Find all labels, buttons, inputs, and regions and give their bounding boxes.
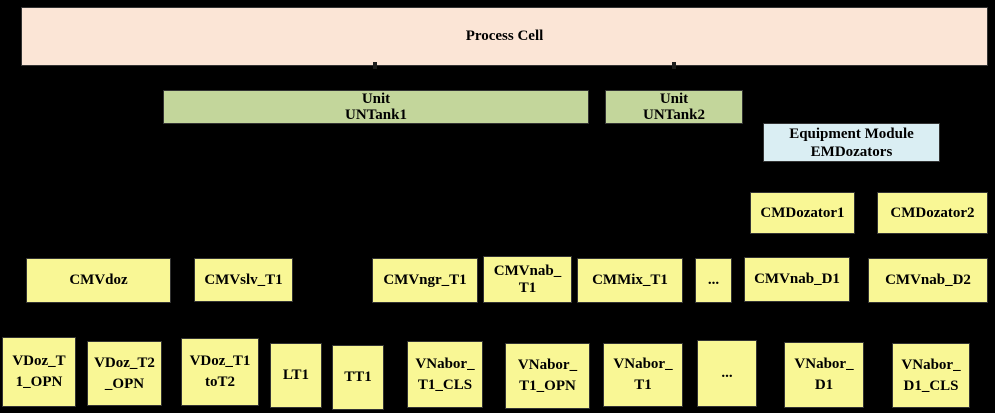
vnabor-t1-cls-box: VNabor_ T1_CLS [407, 341, 483, 408]
cmmix-t1-box: CMMix_T1 [577, 258, 683, 303]
cmvnab-d1-box: CMVnab_D1 [744, 257, 850, 302]
connector-tick [373, 62, 377, 69]
vnabor-t1-opn-box: VNabor_ T1_OPN [505, 343, 590, 409]
cmvnab-t1-box: CMVnab_ T1 [483, 256, 572, 303]
vdoz-t2-opn-box: VDoz_T2 _OPN [87, 341, 162, 406]
cmdozator2-box: CMDozator2 [877, 192, 988, 234]
process-cell-box: Process Cell [21, 7, 988, 66]
cmvslv-t1-box: CMVslv_T1 [194, 258, 293, 302]
vdoz-t1tot2-box: VDoz_T1 toT2 [181, 338, 259, 406]
vnabor-d1-box: VNabor_ D1 [784, 342, 864, 408]
device-ellipsis-box: ... [697, 340, 757, 407]
cm-ellipsis-box: ... [695, 258, 732, 303]
unit-untank2-box: Unit UNTank2 [605, 90, 743, 124]
unit-untank1-box: Unit UNTank1 [163, 90, 589, 124]
vnabor-d1-cls-box: VNabor_ D1_CLS [892, 343, 970, 408]
vdoz-t1-opn-box: VDoz_T 1_OPN [2, 337, 76, 407]
tt1-box: TT1 [332, 345, 384, 410]
connector-tick [672, 62, 676, 69]
cmvdoz-box: CMVdoz [26, 258, 171, 303]
cmvnab-d2-box: CMVnab_D2 [868, 258, 988, 303]
cmvngr-t1-box: CMVngr_T1 [372, 258, 478, 303]
equipment-module-emdozators-box: Equipment Module EMDozators [763, 123, 940, 162]
vnabor-t1-box: VNabor_ T1 [603, 343, 683, 407]
lt1-box: LT1 [270, 343, 322, 408]
cmdozator1-box: CMDozator1 [750, 192, 855, 234]
